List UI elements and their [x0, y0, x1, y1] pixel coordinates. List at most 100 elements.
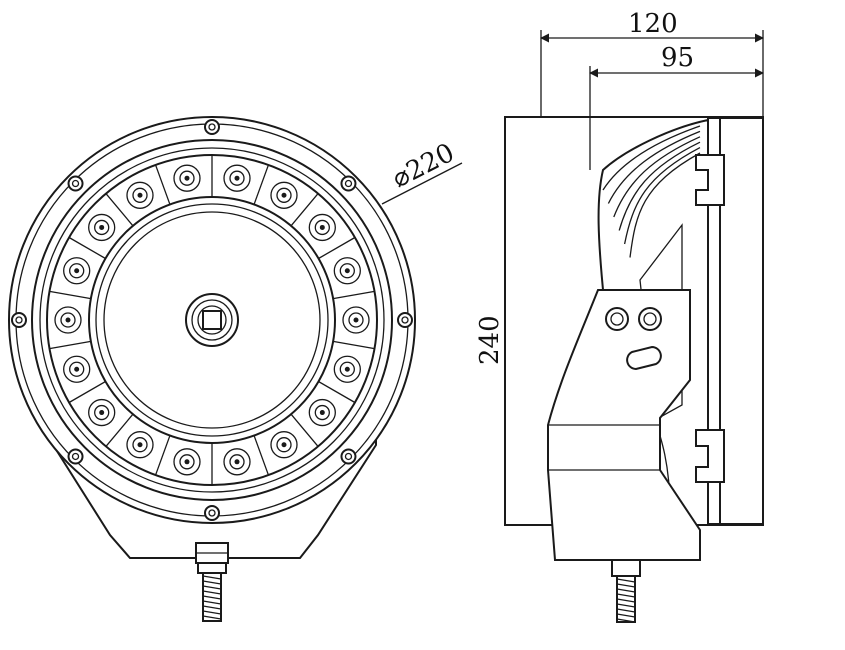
- led-divider: [68, 236, 106, 260]
- led-module-lens: [132, 437, 148, 453]
- led-dividers: [49, 155, 375, 485]
- led-module: [342, 306, 370, 334]
- bezel-bolt: [67, 175, 84, 192]
- led-module: [88, 213, 116, 242]
- led-module: [308, 213, 336, 242]
- led-module-lens: [339, 263, 355, 279]
- led-divider: [318, 380, 356, 404]
- led-module: [270, 431, 298, 459]
- cooling-fin: [607, 130, 701, 204]
- led-module-lens: [179, 170, 195, 186]
- led-module: [88, 398, 116, 427]
- thread-line: [616, 593, 636, 598]
- led-module: [126, 431, 154, 459]
- led-divider: [68, 380, 106, 404]
- led-module: [63, 355, 91, 383]
- led-module-lens: [276, 187, 292, 203]
- front-washer: [197, 562, 227, 574]
- led-modules: [54, 164, 370, 476]
- side-bezel-plate: [719, 117, 764, 525]
- led-module: [223, 448, 251, 476]
- side-stud-thread: [616, 578, 636, 623]
- led-module-lens: [69, 361, 85, 377]
- bezel-bolt: [340, 448, 357, 465]
- led-module-center: [99, 224, 105, 230]
- thread-line: [616, 603, 636, 608]
- led-divider: [154, 435, 171, 476]
- led-module-center: [74, 268, 80, 274]
- bezel-bolt-hole: [15, 316, 23, 324]
- cooling-fin: [613, 136, 701, 218]
- side-clip-bottom: [695, 429, 725, 483]
- bracket-bolt-2: [638, 307, 662, 331]
- led-module: [173, 448, 201, 476]
- led-divider: [333, 340, 375, 350]
- led-module-center: [319, 410, 325, 416]
- led-divider: [105, 193, 134, 227]
- led-module-lens: [60, 312, 76, 328]
- led-module-lens: [348, 312, 364, 328]
- dim-overall-depth-label: 120: [628, 9, 678, 39]
- led-module-center: [184, 459, 190, 465]
- bezel-bolt: [67, 448, 84, 465]
- led-module: [54, 306, 82, 334]
- led-module-lens: [132, 187, 148, 203]
- dim-body-depth-label: 95: [661, 43, 694, 73]
- led-module-center: [137, 442, 143, 448]
- thread-line: [616, 578, 636, 583]
- led-module-center: [65, 317, 71, 323]
- led-module-center: [184, 175, 190, 181]
- led-module-center: [344, 268, 350, 274]
- led-module-lens: [229, 454, 245, 470]
- led-module: [223, 164, 251, 192]
- led-module: [63, 257, 91, 285]
- thread-line: [202, 615, 222, 620]
- thread-line: [202, 605, 222, 610]
- led-module-lens: [339, 361, 355, 377]
- led-module-center: [353, 317, 359, 323]
- led-module-lens: [314, 219, 330, 236]
- led-module-lens: [276, 437, 292, 453]
- led-module: [308, 398, 336, 427]
- led-divider: [290, 193, 319, 227]
- thread-line: [616, 618, 636, 623]
- bezel-bolt-hole: [344, 452, 353, 461]
- bracket-bolt-1-inner: [610, 312, 624, 326]
- led-module-center: [234, 459, 240, 465]
- thread-line: [616, 613, 636, 618]
- led-module-center: [319, 224, 325, 230]
- led-module: [173, 164, 201, 192]
- bezel-bolt-hole: [71, 179, 80, 188]
- bezel-bolt: [204, 119, 220, 135]
- led-module-lens: [179, 454, 195, 470]
- thread-line: [202, 610, 222, 615]
- led-module-center: [281, 192, 287, 198]
- cooling-fin: [623, 147, 701, 245]
- thread-line: [202, 575, 222, 580]
- led-divider: [318, 236, 356, 260]
- center-hub-mid: [191, 299, 233, 341]
- led-module-center: [137, 192, 143, 198]
- led-divider: [49, 340, 91, 350]
- bezel-bolt: [397, 312, 413, 328]
- led-divider: [290, 413, 319, 447]
- thread-line: [202, 595, 222, 600]
- center-emitter: [202, 310, 222, 330]
- bezel-bolt-hole: [71, 452, 80, 461]
- led-module: [333, 355, 361, 383]
- diameter-leader-line: [381, 162, 463, 205]
- bezel-bolt: [204, 505, 220, 521]
- led-module-lens: [94, 404, 110, 421]
- thread-line: [616, 583, 636, 588]
- center-hub-outer: [185, 293, 239, 347]
- led-divider: [253, 164, 270, 205]
- led-module-center: [74, 366, 80, 372]
- front-view: ⌀220: [8, 116, 463, 622]
- led-divider: [105, 413, 134, 447]
- thread-line: [616, 608, 636, 613]
- thread-line: [202, 580, 222, 585]
- led-module-center: [234, 175, 240, 181]
- led-module-center: [281, 442, 287, 448]
